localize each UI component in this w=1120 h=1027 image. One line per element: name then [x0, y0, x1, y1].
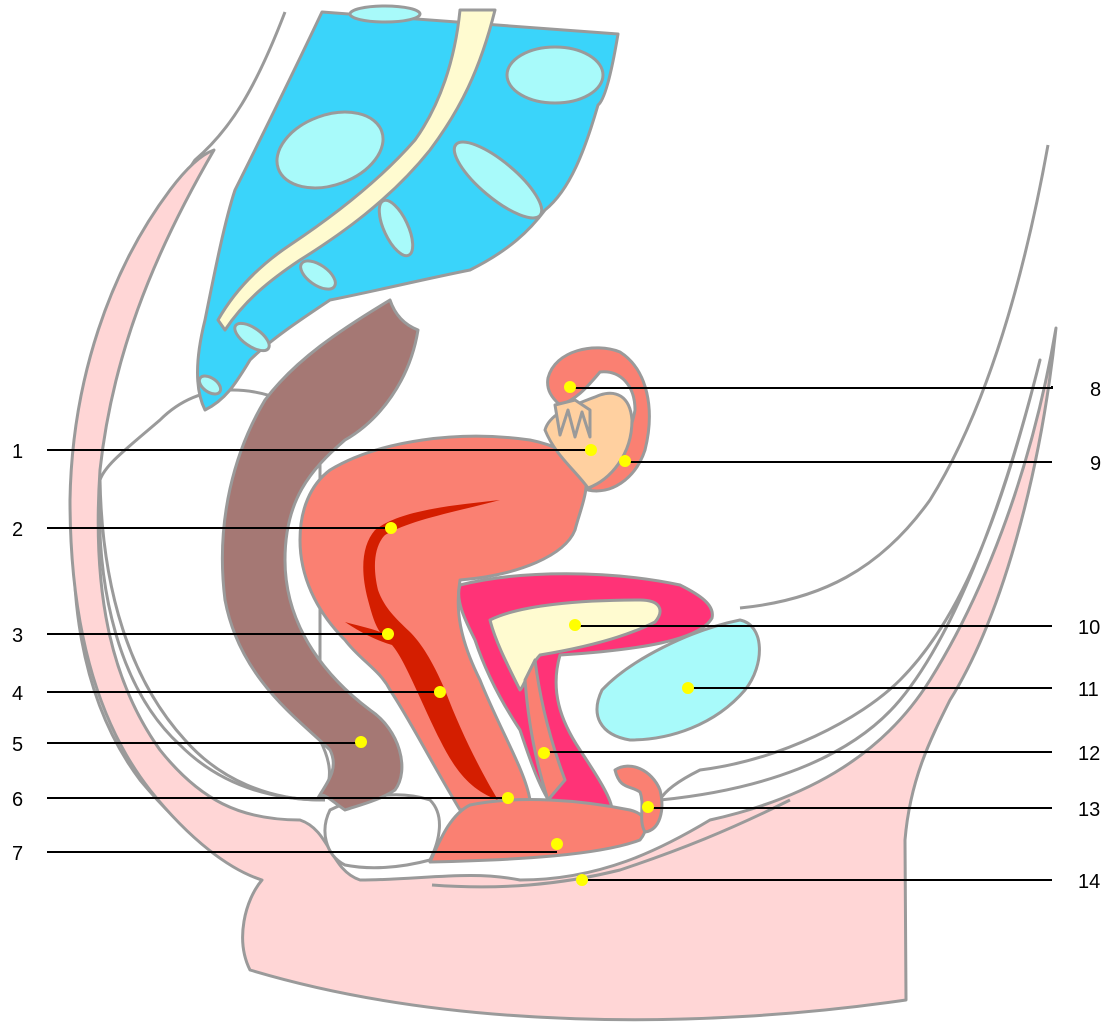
intestine-lumen-7 [350, 6, 420, 22]
label-9: 9 [1090, 453, 1101, 475]
marker-7 [551, 838, 563, 850]
label-10: 10 [1078, 617, 1100, 639]
label-5: 5 [12, 734, 23, 756]
label-7: 7 [12, 843, 23, 865]
marker-6 [502, 792, 514, 804]
marker-12 [538, 747, 550, 759]
label-2: 2 [12, 519, 23, 541]
marker-11 [682, 682, 694, 694]
marker-2 [385, 522, 397, 534]
marker-13 [642, 801, 654, 813]
label-6: 6 [12, 789, 23, 811]
label-1: 1 [12, 441, 23, 463]
marker-14 [576, 874, 588, 886]
label-14: 14 [1078, 871, 1100, 893]
marker-5 [355, 736, 367, 748]
label-12: 12 [1078, 743, 1100, 765]
marker-4 [434, 686, 446, 698]
marker-1 [585, 444, 597, 456]
label-4: 4 [12, 683, 23, 705]
intestine-lumen-2 [507, 47, 603, 103]
marker-8 [564, 381, 576, 393]
label-11: 11 [1078, 679, 1099, 701]
label-3: 3 [12, 625, 23, 647]
marker-9 [619, 455, 631, 467]
label-13: 13 [1078, 799, 1100, 821]
label-8: 8 [1090, 379, 1101, 401]
marker-10 [569, 619, 581, 631]
marker-3 [382, 628, 394, 640]
